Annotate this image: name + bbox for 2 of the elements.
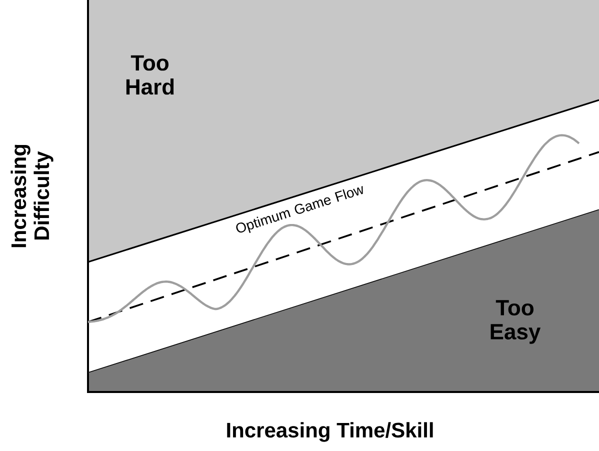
axis-label: Increasing Difficulty <box>10 144 54 248</box>
axis-label: Increasing Time/Skill <box>227 422 433 442</box>
